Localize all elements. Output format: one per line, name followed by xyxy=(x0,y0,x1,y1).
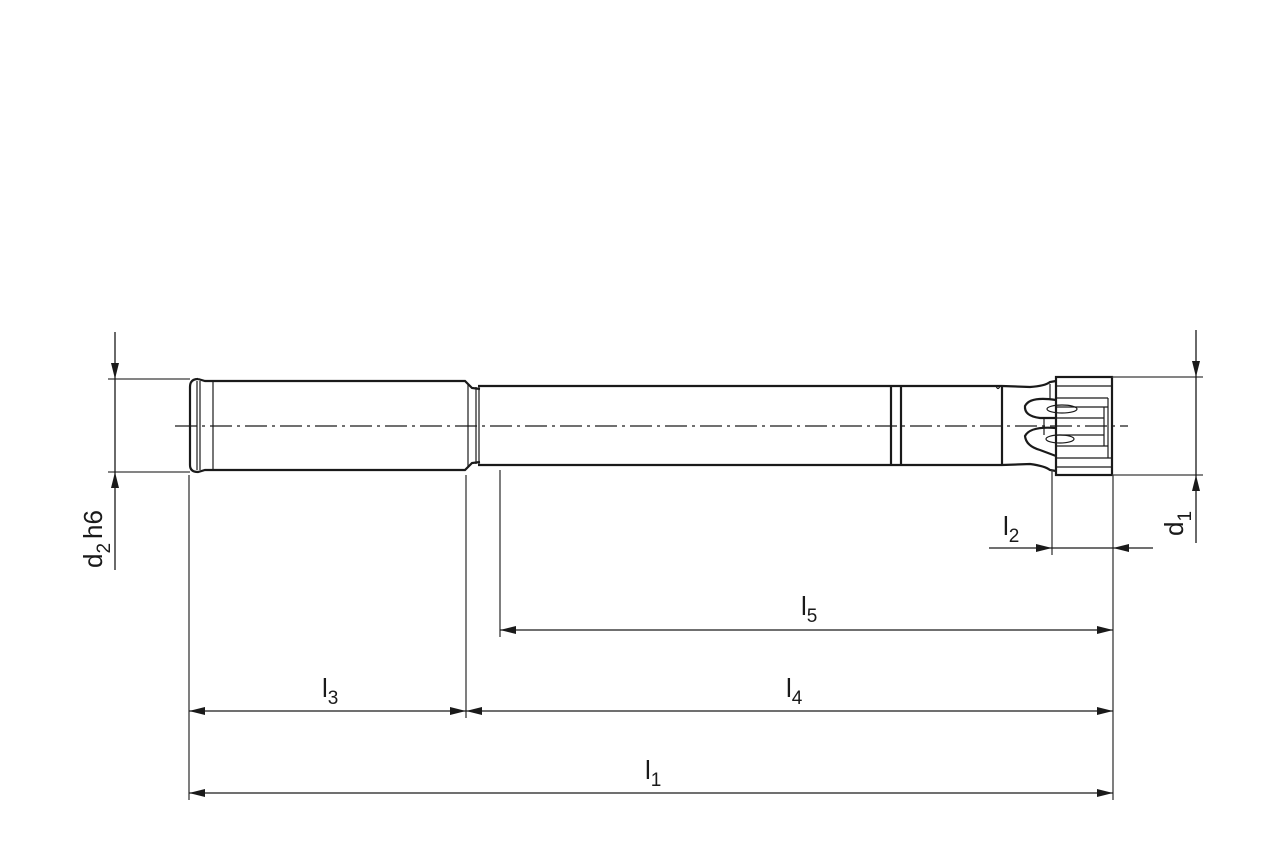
label-l4: l4 xyxy=(786,673,803,709)
extension-lines xyxy=(188,470,1114,800)
dimension-l4: l4 xyxy=(466,673,1113,715)
dimension-d1: d1 xyxy=(1112,330,1203,543)
label-l1: l1 xyxy=(645,755,661,791)
dimension-l5: l5 xyxy=(500,591,1113,634)
dimension-d2: d2h6 xyxy=(78,332,190,570)
label-l3: l3 xyxy=(322,673,338,709)
marking-dot xyxy=(995,385,1001,390)
dimension-l2: l2 xyxy=(989,511,1153,552)
neck xyxy=(478,384,1004,467)
label-l5: l5 xyxy=(801,591,817,627)
tool-body xyxy=(188,375,1114,477)
dimension-l1: l1 xyxy=(189,755,1113,797)
label-l2: l2 xyxy=(1003,511,1019,547)
label-d2: d2h6 xyxy=(78,510,115,568)
dimension-l3: l3 xyxy=(189,673,466,715)
label-d1: d1 xyxy=(1159,511,1196,536)
